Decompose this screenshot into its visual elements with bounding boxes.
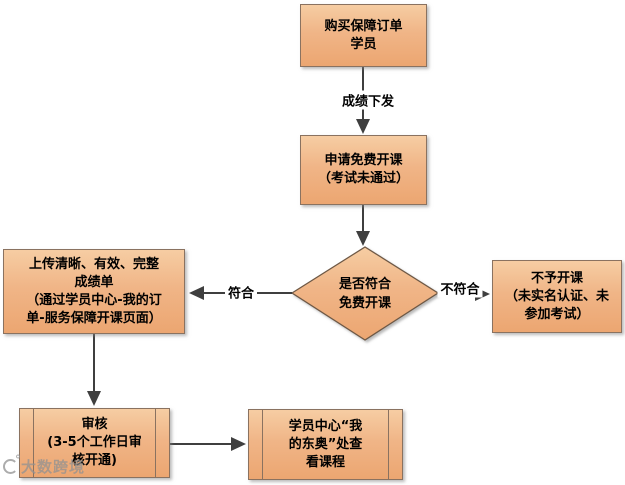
node-review: 审核 (3-5个工作日审 核开通) <box>19 408 170 478</box>
arrow-apply-to-decision <box>356 205 370 246</box>
predefined-process-bar <box>388 410 389 479</box>
predefined-process-bar <box>33 409 34 477</box>
node-no-open: 不予开课 （未实名认证、未 参加考试） <box>492 260 622 333</box>
node-upload-transcript-label: 上传清晰、有效、完整 成绩单 （通过学员中心-我的订 单-服务保障开课页面） <box>26 256 162 326</box>
node-view-course: 学员中心“我 的东奥”处查 看课程 <box>248 409 403 480</box>
node-view-course-label: 学员中心“我 的东奥”处查 看课程 <box>288 418 363 470</box>
node-decision-label: 是否符合 免费开课 <box>338 277 392 311</box>
predefined-process-bar <box>155 409 156 477</box>
node-apply-free-label: 申请免费开课 （考试未通过） <box>317 153 409 186</box>
node-buy-order-label: 购买保障订单 学员 <box>324 18 403 52</box>
predefined-process-bar <box>262 410 263 479</box>
node-no-open-label: 不予开课 （未实名认证、未 参加考试） <box>504 270 609 322</box>
brand-logo-icon <box>3 453 22 474</box>
watermark-text: 大数跨境 <box>21 458 86 476</box>
node-buy-order: 购买保障订单 学员 <box>300 4 427 67</box>
edge-label-not-match: 不符合 <box>437 278 483 298</box>
watermark: 大数跨境 <box>3 453 86 477</box>
edge-label-grade-release: 成绩下发 <box>338 90 398 110</box>
edge-label-match: 符合 <box>224 282 258 302</box>
node-apply-free: 申请免费开课 （考试未通过） <box>300 135 427 205</box>
arrow-upload-to-review <box>87 334 101 406</box>
node-review-label: 审核 (3-5个工作日审 核开通) <box>47 417 142 468</box>
node-upload-transcript: 上传清晰、有效、完整 成绩单 （通过学员中心-我的订 单-服务保障开课页面） <box>3 249 185 334</box>
arrow-review-to-view <box>170 437 246 451</box>
